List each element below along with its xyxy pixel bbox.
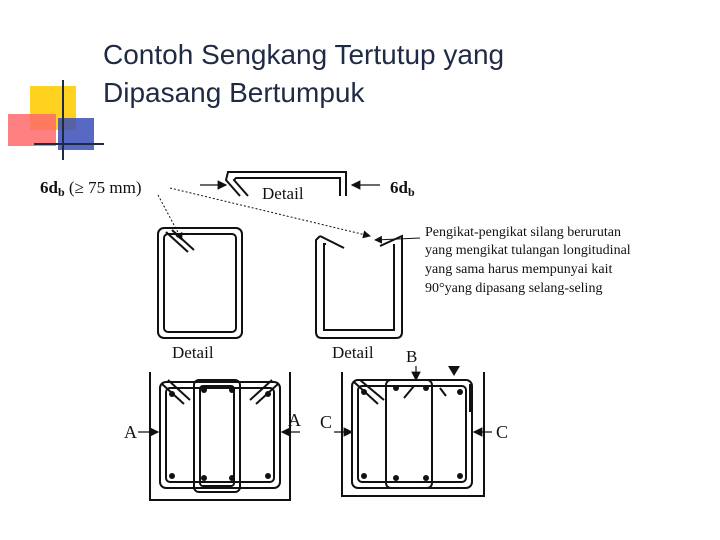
- marker-triangle: [448, 366, 460, 376]
- detail-right-label: Detail: [332, 343, 374, 362]
- svg-text:90°yang dipasang selang-seling: 90°yang dipasang selang-seling: [425, 281, 602, 296]
- deco-horizontal-line: [34, 143, 104, 145]
- deco-red-square: [8, 114, 56, 146]
- svg-text:yang mengikat tulangan longitu: yang mengikat tulangan longitudinal: [425, 243, 631, 258]
- deco-vertical-line: [62, 80, 64, 160]
- svg-text:yang sama harus mempunyai: yang sama harus mempunyai kait: [425, 262, 613, 277]
- left-closed-stirrup: [157, 227, 243, 339]
- svg-text:Pengikat-pengikat silang berur: Pengikat-pengikat silang berurutan: [425, 225, 621, 240]
- right-open-stirrup: [315, 234, 403, 339]
- section-a-bars: [169, 387, 271, 481]
- title-line-1: Contoh Sengkang Tertutup yang: [103, 39, 505, 70]
- label-b: B: [406, 347, 417, 366]
- detail-left-label: Detail: [172, 343, 214, 362]
- hook-length-label: 6db (≥ 75 mm): [40, 178, 142, 199]
- title-line-2: Dipasang Bertumpuk: [103, 77, 365, 108]
- label-c-right: C: [496, 422, 508, 442]
- label-a-right: A: [288, 410, 301, 430]
- label-a-left: A: [124, 422, 137, 442]
- top-detail-hook: [224, 171, 347, 197]
- leader-left: [157, 194, 183, 241]
- section-c-bars: [361, 385, 463, 481]
- note-text: Pengikat-pengikat silang berurutan yang …: [425, 225, 631, 296]
- label-c-left: C: [320, 412, 332, 432]
- slide-title: Contoh Sengkang Tertutup yang Dipasang B…: [103, 36, 703, 112]
- right-hook-length-label: 6db: [390, 178, 415, 199]
- detail-top-label: Detail: [262, 184, 304, 203]
